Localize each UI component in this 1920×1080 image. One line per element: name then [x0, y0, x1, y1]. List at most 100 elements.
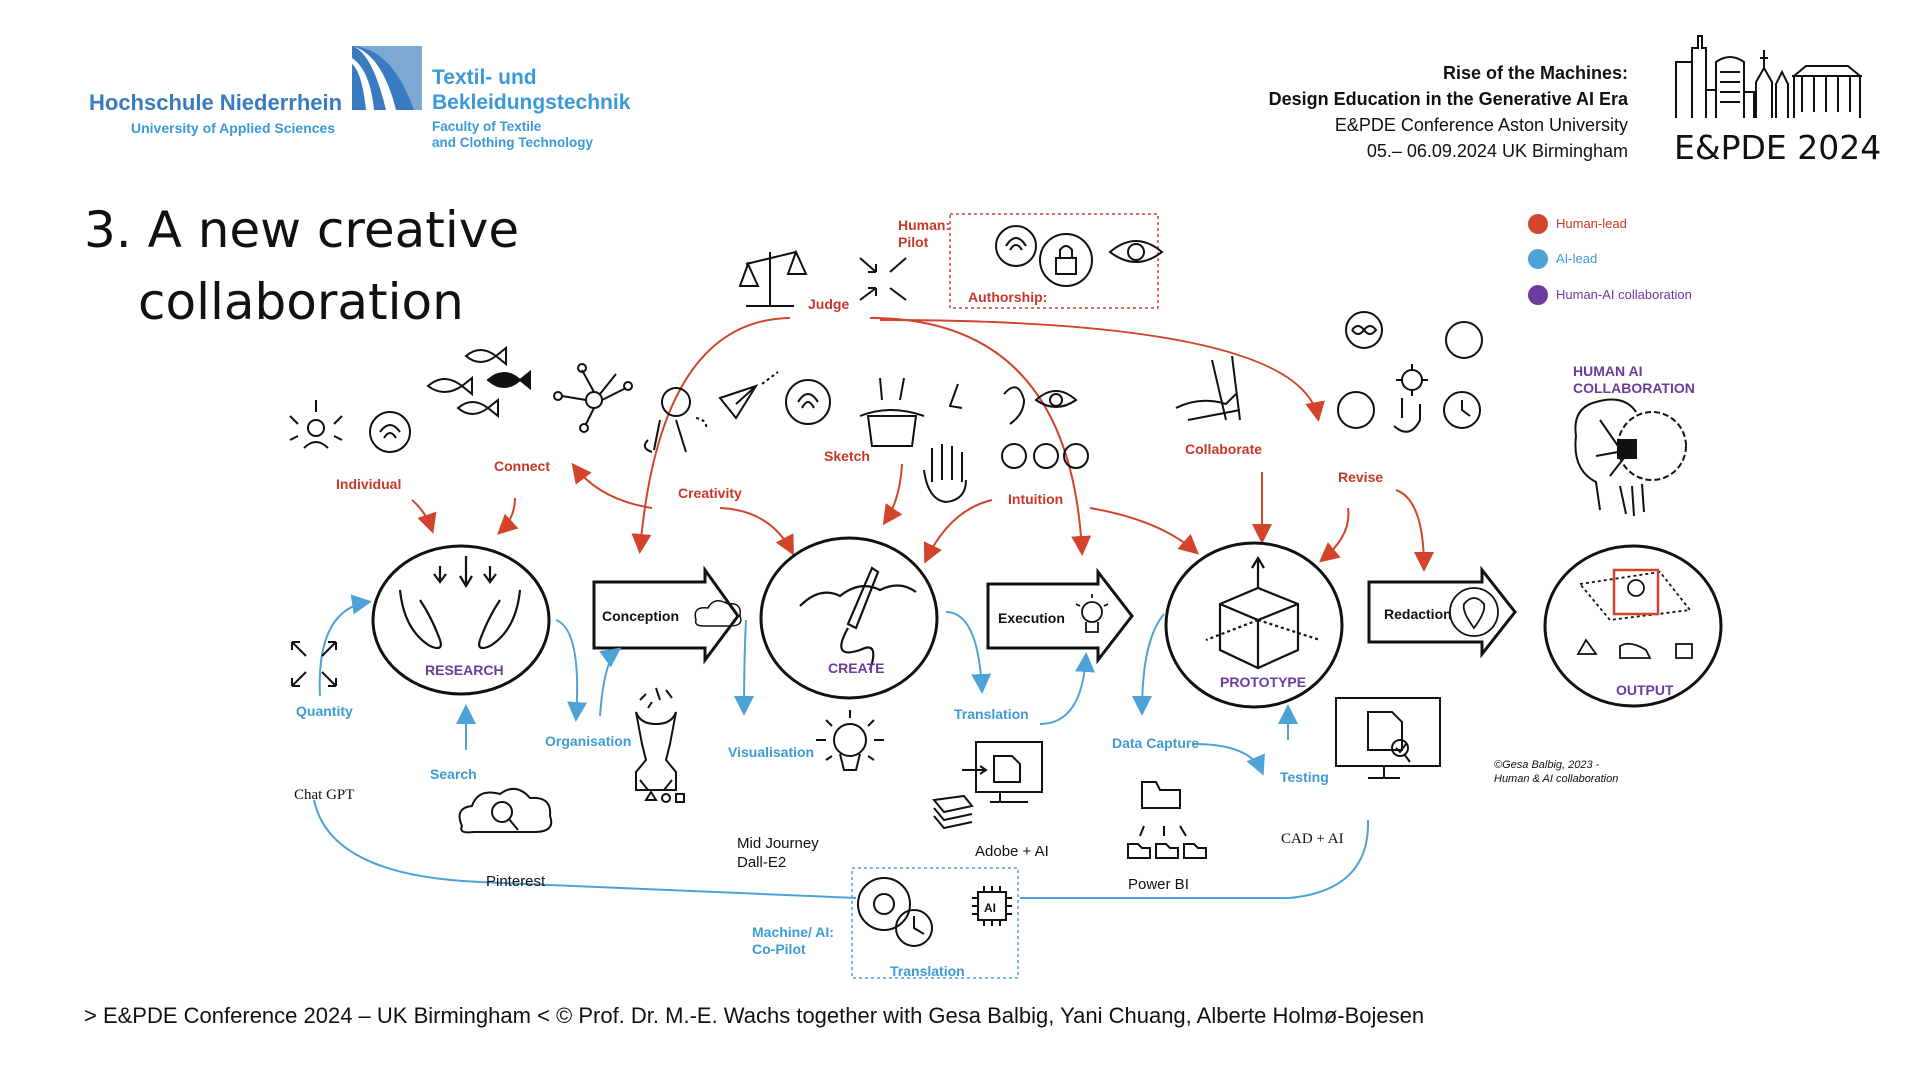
legend-label-human-ai: Human-AI collaboration — [1556, 287, 1692, 302]
location-pin-icon — [1449, 587, 1499, 637]
paper-plane-icon — [718, 384, 759, 420]
faculty-sub-line1: Faculty of Textile — [432, 119, 542, 134]
tool-cad: CAD + AI — [1281, 831, 1344, 847]
label-search: Search — [430, 766, 477, 782]
quantity-arrows-icon — [291, 641, 337, 687]
revise-icons — [1337, 311, 1483, 433]
intuition-icons — [923, 383, 1089, 504]
search-cloud-icon — [458, 787, 553, 834]
tool-midjourney-line1: Mid Journey — [737, 835, 819, 852]
diagram-credit: ©Gesa Balbig, 2023 - Human & AI collabor… — [1494, 758, 1618, 786]
testing-monitor-icon — [1335, 697, 1441, 779]
label-translation-top: Translation — [954, 706, 1029, 722]
award-icon — [1337, 391, 1375, 429]
stage-prototype: PROTOTYPE — [1220, 674, 1307, 690]
lightbulb-icon — [1075, 594, 1109, 633]
tool-chatgpt: Chat GPT — [294, 787, 355, 803]
tool-pinterest: Pinterest — [486, 873, 546, 890]
magic-hat-icon — [859, 409, 925, 447]
fingerprint-icon — [369, 411, 411, 453]
ai-arrows — [313, 594, 1370, 899]
conference-line4: 05.– 06.09.2024 UK Birmingham — [1366, 141, 1628, 161]
faculty-sub-line2: and Clothing Technology — [432, 135, 593, 150]
authorship-icons — [995, 225, 1164, 287]
faculty-title: Textil- und Bekleidungstechnik — [432, 65, 630, 115]
stage-research: RESEARCH — [425, 662, 504, 678]
label-collaborate: Collaborate — [1185, 441, 1263, 457]
tool-midjourney-line2: Dall-E2 — [737, 854, 787, 871]
conference-logo-text: E&PDE 2024 — [1674, 128, 1882, 167]
legend-dot-ai-lead — [1528, 249, 1548, 269]
legend-label-human-lead: Human-lead — [1556, 216, 1627, 231]
adobe-monitor-icon — [932, 741, 1043, 830]
eye-icon — [1034, 390, 1078, 408]
output-illustration — [1576, 568, 1693, 659]
conference-info: Rise of the Machines: Design Education i… — [1128, 60, 1628, 164]
sketch-icons — [785, 377, 925, 447]
legend-dot-human-lead — [1528, 214, 1548, 234]
magnifier-icon — [491, 801, 513, 823]
hand-icon — [923, 444, 967, 504]
faculty-title-line1: Textil- und — [432, 66, 537, 89]
authorship-box — [949, 213, 1159, 309]
person-icon — [307, 419, 325, 437]
tool-midjourney: Mid Journey Dall-E2 — [737, 834, 819, 872]
university-subtitle: University of Applied Sciences — [131, 120, 336, 136]
redaction-arrow-shape — [1367, 565, 1517, 659]
label-testing: Testing — [1280, 769, 1329, 785]
label-quantity: Quantity — [296, 703, 353, 719]
faculty-title-line2: Bekleidungstechnik — [432, 91, 631, 114]
page-title-line2: collaboration — [138, 273, 464, 331]
create-hand-icon — [799, 566, 917, 671]
infinity-icon — [1345, 311, 1383, 349]
conference-line3: E&PDE Conference Aston University — [1334, 115, 1628, 135]
nose-icon — [948, 383, 963, 409]
individual-icons — [289, 400, 411, 453]
creativity-people-icon — [643, 371, 779, 453]
label-machine-copilot: Machine/ AI: Co-Pilot — [752, 924, 834, 957]
clock-icon — [1443, 391, 1481, 429]
organisation-vase-icon — [635, 687, 685, 803]
sad-face-icon — [1063, 443, 1089, 469]
faculty-subtitle: Faculty of Textile and Clothing Technolo… — [432, 119, 593, 151]
arrow-label-conception: Conception — [602, 608, 679, 624]
fingerprint-icon — [785, 379, 831, 425]
pointer-hand-icon — [1393, 398, 1421, 433]
faculty-logo-icon — [352, 46, 422, 110]
label-sketch: Sketch — [824, 448, 870, 464]
stage-output: OUTPUT — [1616, 682, 1674, 698]
tool-adobe: Adobe + AI — [975, 843, 1049, 860]
credit-line2: Human & AI collaboration — [1494, 773, 1619, 785]
label-judge: Judge — [808, 296, 850, 312]
page-title-line1: 3. A new creative — [84, 201, 520, 259]
research-circle — [371, 544, 551, 696]
arrow-label-execution: Execution — [998, 610, 1065, 626]
label-human-pilot: Human: Pilot — [898, 217, 951, 250]
eye-icon — [1108, 240, 1164, 263]
judge-arrows — [631, 317, 1325, 556]
neutral-face-icon — [1033, 443, 1059, 469]
label-intuition: Intuition — [1008, 491, 1064, 507]
conference-line2: Design Education in the Generative AI Er… — [1268, 89, 1628, 109]
gear-icon — [857, 877, 911, 931]
judge-cluster-icon — [859, 257, 907, 301]
prototype-cube-icon — [1205, 555, 1321, 670]
footer-credit: > E&PDE Conference 2024 – UK Birmingham … — [84, 1003, 1425, 1028]
label-authorship: Authorship: — [968, 289, 1048, 305]
folders-icon — [1127, 781, 1207, 859]
clock-icon — [895, 909, 933, 947]
output-circle — [1543, 544, 1723, 708]
fish-group-icon — [426, 345, 531, 419]
tool-powerbi: Power BI — [1128, 876, 1189, 893]
ai-chip-label: AI — [984, 901, 996, 915]
credit-line1: ©Gesa Balbig, 2023 - — [1494, 759, 1600, 771]
conference-line1: Rise of the Machines: — [1442, 63, 1628, 83]
label-revise: Revise — [1338, 469, 1384, 485]
label-data-capture: Data Capture — [1112, 735, 1200, 751]
smile-face-icon — [1001, 443, 1027, 469]
collaborate-hands-icon — [1175, 355, 1241, 421]
gear-icon — [1401, 369, 1423, 391]
execution-arrow-shape — [986, 567, 1134, 665]
research-hands-icon — [398, 556, 522, 650]
copilot-box — [851, 867, 1019, 979]
